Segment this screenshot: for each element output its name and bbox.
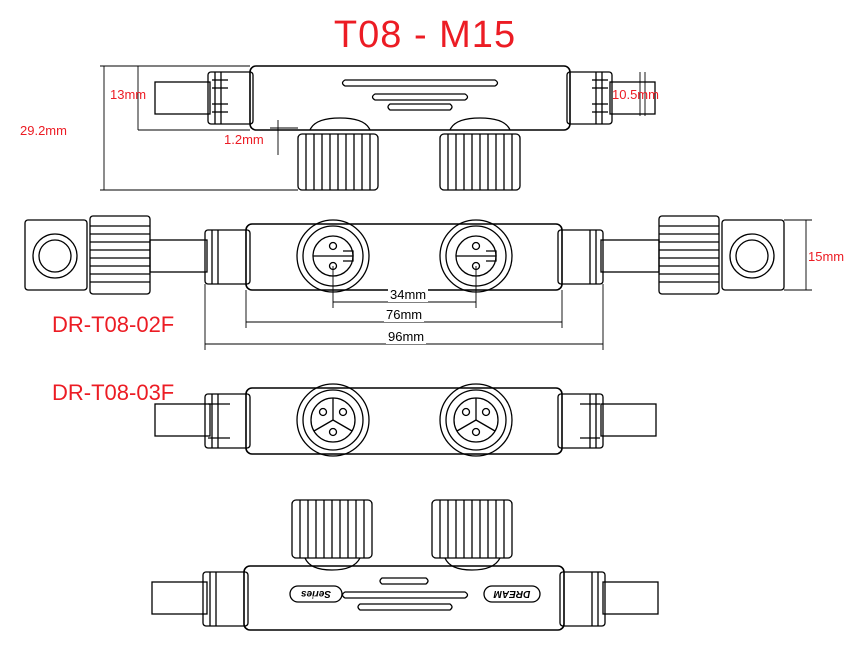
- view-03f: [154, 383, 657, 457]
- nut-bottom-left: [291, 499, 373, 571]
- dim-34mm: 34mm: [388, 287, 429, 302]
- end-nut-left: [24, 219, 88, 291]
- bottom-view: Series DREAM: [151, 499, 659, 631]
- dim-96mm: 96mm: [386, 329, 427, 344]
- dim-13mm: 13mm: [110, 87, 147, 102]
- end-nut-right: [658, 215, 720, 295]
- model-label-03f: DR-T08-03F: [52, 380, 175, 405]
- dim-lines-side: [100, 65, 646, 191]
- dim-76mm: 76mm: [384, 307, 425, 322]
- dream-text: DREAM: [493, 588, 530, 599]
- series-text: Series: [301, 588, 331, 599]
- dim-29-2mm: 29.2mm: [20, 123, 67, 138]
- side-view: [100, 65, 656, 191]
- body-slot-long: [341, 79, 499, 87]
- diagram-title: T08 - M15: [333, 14, 517, 56]
- right-cable: [609, 81, 656, 115]
- body-02f: [245, 223, 563, 291]
- left-cable: [154, 81, 211, 115]
- dim-10-5mm: 10.5mm: [612, 87, 659, 102]
- socket-3pin-right: [439, 383, 513, 457]
- dim-lines-02f: [204, 219, 812, 350]
- nut-right: [439, 117, 521, 191]
- body-03f: [245, 387, 563, 455]
- left-sleeve: [207, 71, 254, 125]
- dream-badge: [483, 585, 541, 603]
- right-sleeve: [566, 71, 613, 125]
- model-label-02f: DR-T08-02F: [52, 312, 175, 337]
- body-bottom: [243, 565, 565, 631]
- nut-bottom-right: [431, 499, 513, 571]
- socket-3pin-left: [296, 383, 370, 457]
- nut-left: [297, 117, 379, 191]
- view-02f: [24, 215, 812, 350]
- dim-15mm: 15mm: [808, 249, 845, 264]
- dim-1-2mm: 1.2mm: [224, 132, 264, 147]
- series-badge: [289, 585, 343, 603]
- body-top: [249, 65, 571, 131]
